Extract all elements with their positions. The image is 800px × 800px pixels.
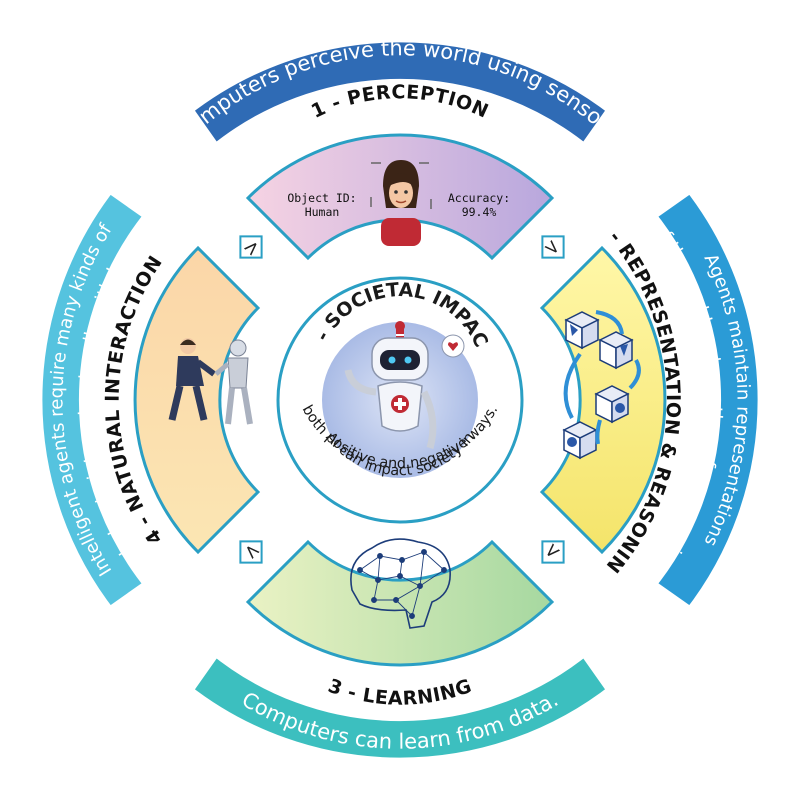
section-learning [245, 538, 555, 667]
section-interaction [133, 245, 261, 555]
section-perception: Object ID: Human Accuracy: 99.4% [245, 133, 555, 261]
section-representation [539, 245, 667, 555]
cubes-cycle-icon [562, 310, 641, 460]
outer-ring [26, 26, 774, 774]
outer-band-top [173, 26, 627, 165]
chevrons: > > > > [238, 234, 565, 564]
face-detection-icon [370, 160, 432, 246]
outer-band-left [26, 173, 165, 627]
medical-robot-icon [344, 321, 465, 449]
handshake-robot-icon [168, 338, 253, 425]
object-id-label: Object ID: [287, 191, 356, 205]
outer-band-bottom [173, 635, 627, 774]
outer-band-right [635, 173, 774, 627]
accuracy-value: 99.4% [462, 205, 497, 219]
object-id-value: Human [305, 205, 340, 219]
neural-brain-icon [350, 538, 451, 629]
accuracy-label: Accuracy: [448, 191, 510, 205]
